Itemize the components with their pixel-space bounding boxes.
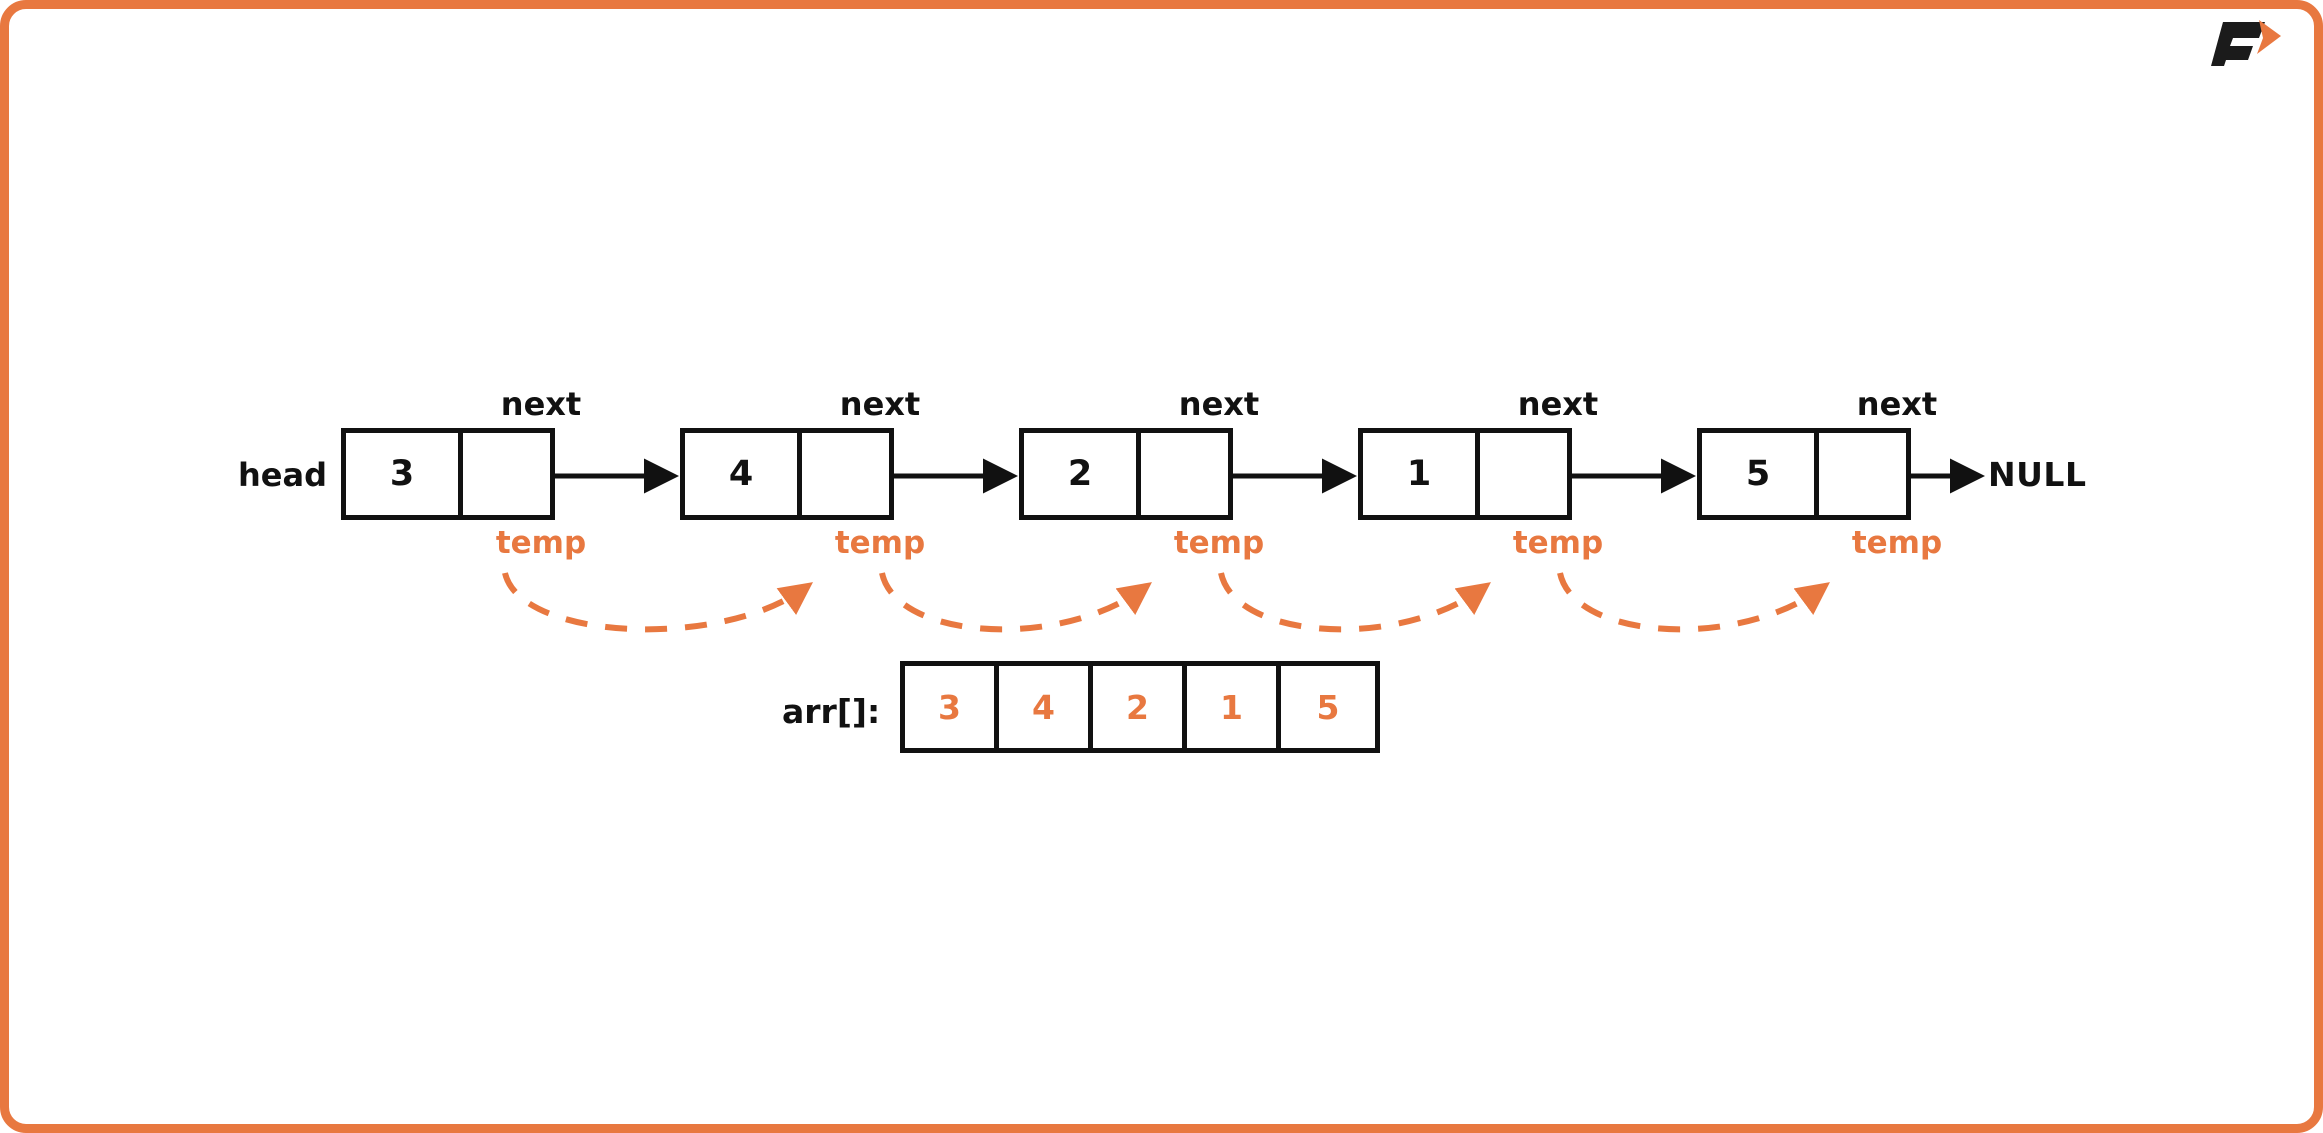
temp-label-node-3: temp [1173,525,1265,561]
next-label-node-2: next [839,385,921,423]
brand-logo-f-arrow [2211,20,2281,66]
node-next-cell-5 [1819,433,1906,515]
list-node-4: 1 [1358,428,1572,520]
array-cell-2: 2 [1093,666,1187,748]
list-node-5: 5 [1697,428,1911,520]
next-label-node-3: next [1178,385,1260,423]
temp-label-node-1: temp [495,525,587,561]
next-label-node-5: next [1856,385,1938,423]
temp-link-2-to-3 [879,572,1152,633]
node-next-cell-4 [1480,433,1567,515]
array-cell-4: 5 [1316,687,1340,727]
next-label-node-4: next [1517,385,1599,423]
node-next-cell-3 [1141,433,1228,515]
temp-label-node-4: temp [1512,525,1604,561]
list-node-2: 4 [680,428,894,520]
temp-link-1-to-2 [502,572,814,633]
head-label: head [238,456,327,494]
array-cell-1: 4 [999,666,1093,748]
array-box: 3 4 2 1 5 [900,661,1380,753]
list-node-3: 2 [1019,428,1233,520]
temp-label-node-2: temp [834,525,926,561]
array-cell-0: 3 [905,666,999,748]
list-node-1: 3 [341,428,555,520]
node-next-cell-1 [463,433,550,515]
node-value-3: 2 [1024,433,1141,515]
null-terminator-label: NULL [1988,455,2087,494]
node-next-cell-2 [802,433,889,515]
node-value-5: 5 [1702,433,1819,515]
next-label-node-1: next [500,385,582,423]
node-value-4: 1 [1363,433,1480,515]
array-cell-3: 1 [1187,666,1281,748]
array-label: arr[]: [782,692,881,731]
node-value-2: 4 [685,433,802,515]
temp-link-4-to-5 [1557,572,1830,633]
node-value-1: 3 [346,433,463,515]
temp-link-3-to-4 [1218,572,1491,633]
temp-label-node-5: temp [1851,525,1943,561]
